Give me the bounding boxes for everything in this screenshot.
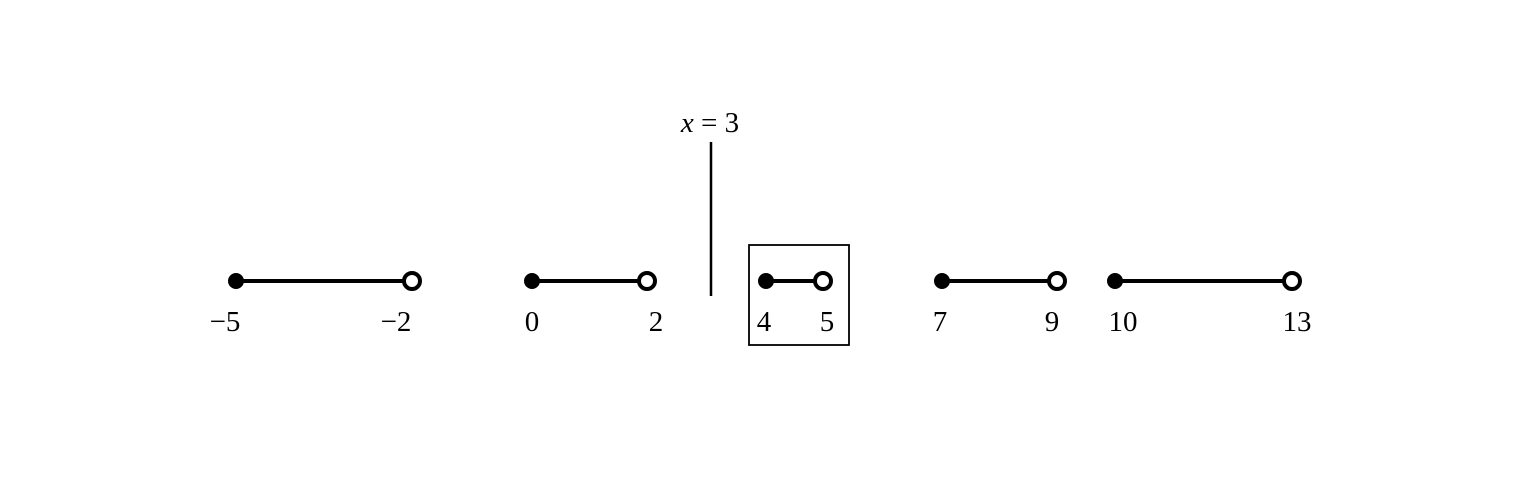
interval-2-open-endpoint <box>637 271 657 291</box>
interval-1-start-label: −5 <box>210 306 241 338</box>
interval-4: 7 9 <box>933 271 1067 338</box>
interval-3-closed-endpoint <box>758 273 774 289</box>
interval-4-open-endpoint <box>1047 271 1067 291</box>
interval-4-end-label: 9 <box>1045 306 1060 338</box>
interval-4-closed-endpoint <box>934 273 950 289</box>
interval-1-closed-endpoint <box>228 273 244 289</box>
interval-3-end-label: 5 <box>820 306 835 338</box>
interval-1: −5 −2 <box>210 271 422 338</box>
interval-4-start-label: 7 <box>933 306 948 338</box>
interval-1-open-endpoint <box>402 271 422 291</box>
interval-2-end-label: 2 <box>649 306 664 338</box>
interval-2-closed-endpoint <box>524 273 540 289</box>
interval-5-closed-endpoint <box>1107 273 1123 289</box>
highlight-box <box>748 244 850 346</box>
marker-variable: x <box>680 107 694 139</box>
interval-5-open-endpoint <box>1282 271 1302 291</box>
marker-label: x = 3 <box>680 107 739 139</box>
marker-equals: = 3 <box>694 107 739 139</box>
interval-2-start-label: 0 <box>525 306 540 338</box>
interval-1-end-label: −2 <box>381 306 412 338</box>
interval-3-open-endpoint <box>813 271 833 291</box>
interval-5-end-label: 13 <box>1283 306 1312 338</box>
marker-x-equals-3: x = 3 <box>680 107 739 296</box>
interval-5-start-label: 10 <box>1109 306 1138 338</box>
interval-3-start-label: 4 <box>757 306 772 338</box>
interval-3: 4 5 <box>748 244 850 346</box>
interval-2: 0 2 <box>524 271 664 338</box>
interval-5: 10 13 <box>1107 271 1312 338</box>
